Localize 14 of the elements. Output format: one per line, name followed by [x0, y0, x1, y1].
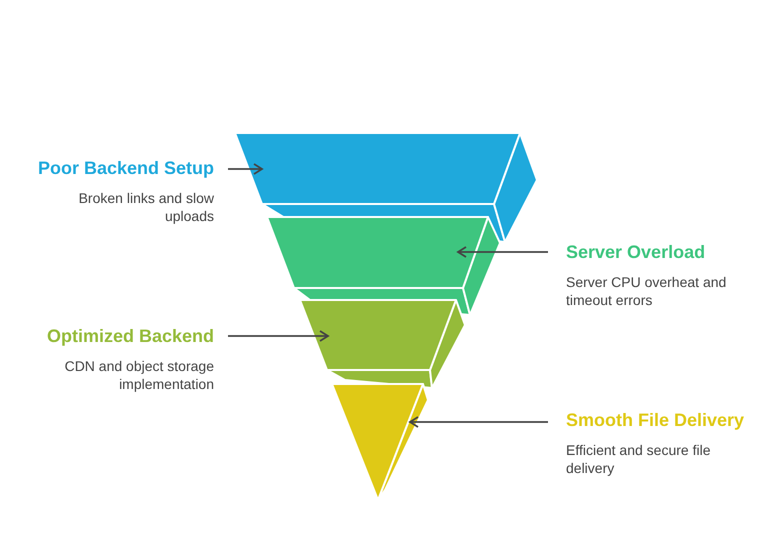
arrow: [228, 330, 329, 342]
stage-heading: Optimized Backend: [46, 325, 214, 347]
funnel-segment: [299, 299, 466, 389]
funnel-segment: [266, 216, 501, 316]
stage-description: Broken links and slow uploads: [78, 189, 214, 225]
arrow: [457, 246, 548, 258]
arrow: [228, 163, 263, 175]
arrow: [409, 416, 548, 428]
stage-heading: Smooth File Delivery: [566, 409, 746, 431]
stage-description: Efficient and secure file delivery: [566, 441, 712, 477]
stage-description: Server CPU overheat and timeout errors: [566, 273, 728, 309]
stage-description: CDN and object storage implementation: [64, 357, 214, 393]
stage-heading: Server Overload: [566, 241, 706, 263]
stage-heading: Poor Backend Setup: [36, 157, 214, 179]
